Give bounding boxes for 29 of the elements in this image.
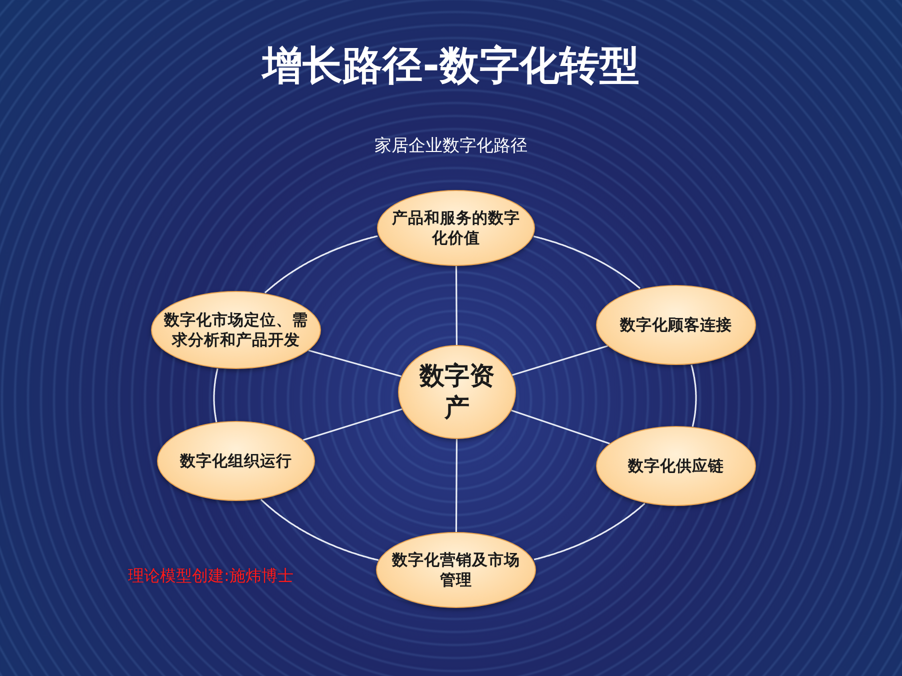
- credit-note: 理论模型创建:施炜博士: [128, 566, 294, 587]
- subtitle: 家居企业数字化路径: [374, 135, 528, 157]
- connector-line: [455, 266, 458, 345]
- connector-line: [308, 350, 402, 378]
- connector-line: [260, 498, 379, 561]
- connector-line: [534, 502, 646, 560]
- node-text: 数字化供应链: [628, 456, 724, 476]
- connector-line: [213, 368, 218, 422]
- ellipse-node: [398, 345, 516, 439]
- node-text: 数字化营销及市场管理: [390, 550, 521, 590]
- connector-line: [264, 235, 378, 294]
- ellipse-node: [596, 426, 756, 506]
- connector-line: [511, 410, 610, 444]
- node-text: 数字化市场定位、需求分析和产品开发: [162, 310, 309, 350]
- ellipse-node: [151, 291, 321, 369]
- connector-line: [512, 345, 608, 376]
- node-text: 数字化顾客连接: [620, 314, 732, 336]
- ellipse-node: [596, 285, 756, 365]
- node-text: 数字资产: [418, 360, 496, 424]
- ellipse-node: [377, 190, 535, 266]
- connector-line: [533, 236, 641, 289]
- connector-line: [455, 439, 458, 532]
- ellipse-node: [157, 421, 315, 501]
- node-text: 数字化组织运行: [180, 450, 292, 472]
- connector-line: [690, 364, 697, 427]
- node-text: 产品和服务的数字化价值: [391, 208, 521, 248]
- title: 增长路径-数字化转型: [260, 42, 640, 91]
- connector-line: [303, 408, 402, 441]
- ellipse-node: [376, 532, 536, 608]
